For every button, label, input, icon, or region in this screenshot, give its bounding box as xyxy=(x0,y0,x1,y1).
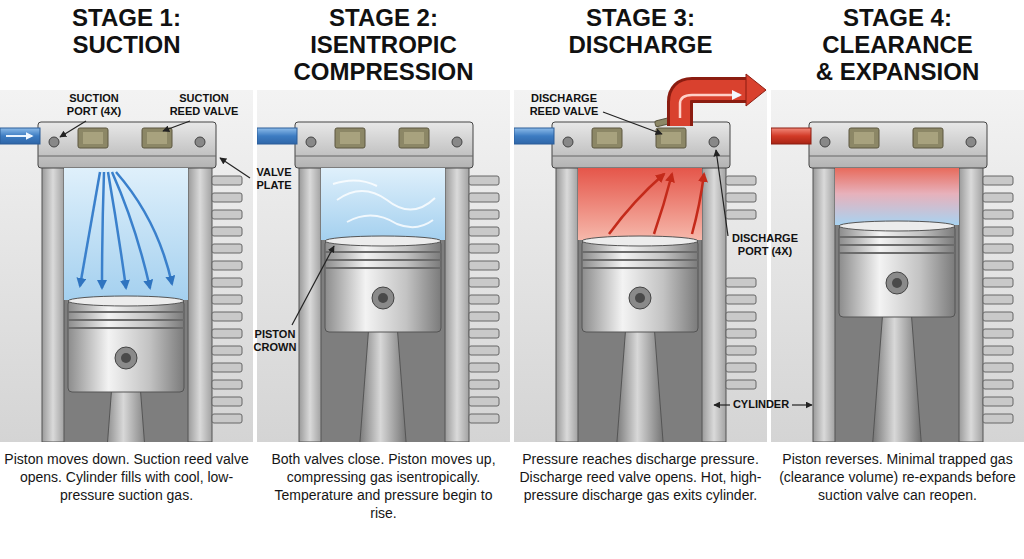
callout-label: DISCHARGE PORT (4X) xyxy=(730,232,800,258)
stage-panel: STAGE 3: DISCHARGE Pressure reaches disch… xyxy=(514,0,767,559)
callout-label: SUCTION REED VALVE xyxy=(166,92,242,118)
expansion-panel-art xyxy=(771,90,1024,442)
leader-line xyxy=(220,158,250,178)
callout-label: PISTON CROWN xyxy=(252,328,298,354)
callout-label: CYLINDER xyxy=(730,398,792,411)
leader-line xyxy=(714,404,730,405)
stage-heading: STAGE 4: CLEARANCE & EXPANSION xyxy=(813,4,983,85)
callout-wrapper: PISTON CROWN xyxy=(252,328,298,354)
stage-caption: Piston moves down. Suction reed valve op… xyxy=(4,450,249,504)
leader-line xyxy=(792,404,812,405)
stage-heading: STAGE 2: ISENTROPIC COMPRESSION xyxy=(284,4,484,85)
leader-lines xyxy=(60,112,812,405)
leader-line xyxy=(163,121,190,131)
leader-line xyxy=(716,150,728,236)
discharge-panel-art xyxy=(514,90,767,442)
callout-label: SUCTION PORT (4X) xyxy=(58,92,130,118)
stage-panel: STAGE 4: CLEARANCE & EXPANSION Piston rev… xyxy=(771,0,1024,559)
stage-panel: STAGE 1: SUCTION Piston moves down. Sucti… xyxy=(0,0,253,559)
leader-line xyxy=(60,121,86,137)
discharge-pipe xyxy=(680,74,766,126)
stage-panel: STAGE 2: ISENTROPIC COMPRESSION Both valv… xyxy=(257,0,510,559)
stage-caption: Pressure reaches discharge pressure. Dis… xyxy=(518,450,763,504)
callout-wrapper: SUCTION PORT (4X) xyxy=(58,92,130,118)
callout-label: DISCHARGE REED VALVE xyxy=(526,92,602,118)
callout-wrapper: CYLINDER xyxy=(730,398,792,411)
callout-wrapper: SUCTION REED VALVE xyxy=(166,92,242,118)
stage-heading: STAGE 1: SUCTION xyxy=(52,4,202,58)
compression-panel-art xyxy=(257,90,510,442)
callout-label: VALVE PLATE xyxy=(251,166,297,192)
callout-wrapper: VALVE PLATE xyxy=(251,166,297,192)
callout-wrapper: DISCHARGE PORT (4X) xyxy=(730,232,800,258)
stage-heading: STAGE 3: DISCHARGE xyxy=(556,4,726,58)
leader-line xyxy=(603,112,662,134)
callout-wrapper: DISCHARGE REED VALVE xyxy=(526,92,602,118)
stage-caption: Piston reverses. Minimal trapped gas (cl… xyxy=(775,450,1020,504)
suction-panel-art xyxy=(0,90,253,442)
stage-caption: Both valves close. Piston moves up, comp… xyxy=(261,450,506,522)
leader-line xyxy=(292,246,334,325)
